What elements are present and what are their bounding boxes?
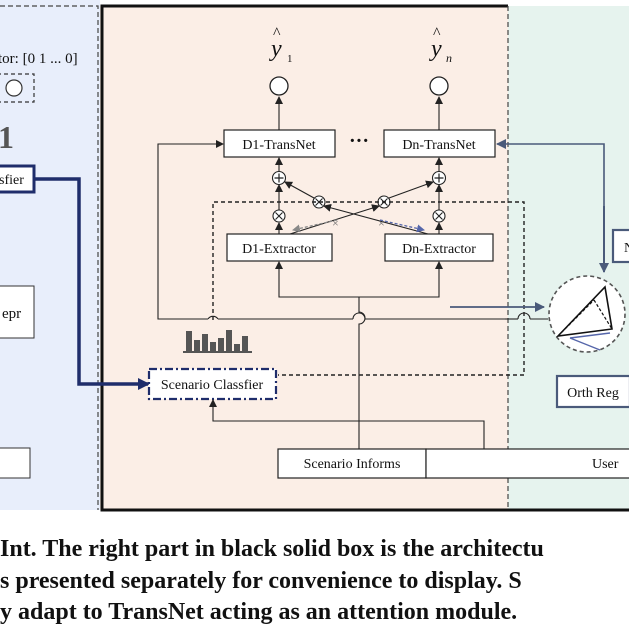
transnet-1-label: D1-TransNet	[242, 138, 315, 153]
left-panel-border	[0, 5, 99, 510]
extractor-n-label: Dn-Extractor	[402, 242, 476, 257]
left-classifier-label: sfier	[0, 173, 24, 188]
right-n-label: N	[624, 241, 629, 256]
grey-cross-mark-1: ×	[332, 216, 339, 230]
grey-dashed-right	[379, 219, 425, 233]
loop-hop-3	[517, 312, 531, 320]
extractor-1-box[interactable]	[226, 233, 333, 262]
edge-extractorn-cross	[323, 203, 429, 235]
output-yn: y	[429, 36, 442, 62]
output-y1: y	[269, 36, 282, 62]
output-y1-sub: 1	[287, 53, 293, 65]
output-yn-hat: ^	[433, 25, 441, 42]
left-bars-fragment: 1	[0, 119, 14, 155]
transnet-n-box[interactable]	[383, 129, 496, 158]
caption-line-2: s presented separately for convenience t…	[0, 568, 522, 594]
grey-dashed-left	[292, 219, 338, 233]
vector-dot	[5, 79, 23, 97]
orthogonal-sphere-icon	[548, 275, 626, 353]
bar-chart-icon	[183, 330, 252, 353]
edge-informs-to-classifier	[209, 399, 485, 450]
edge-t1-plus1	[284, 181, 315, 199]
vector-label: tor: [0 1 ... 0]	[0, 51, 78, 67]
scenario-classifier-label: Scenario Classfier	[161, 378, 264, 393]
transnet-n-label: Dn-TransNet	[402, 138, 475, 153]
user-label: User	[592, 457, 619, 472]
times-node-bottom-1	[272, 209, 286, 223]
loop-hop-2	[207, 315, 219, 320]
attention-dashed-box	[212, 201, 525, 376]
grey-cross-mark-2: ×	[378, 216, 385, 230]
output-node-n	[429, 76, 449, 96]
vector-dots-box	[0, 73, 35, 103]
right-panel-bg	[508, 6, 629, 510]
orth-reg-label: Orth Reg	[567, 386, 619, 401]
center-panel-border	[100, 4, 629, 512]
output-yn-sub: n	[446, 51, 452, 65]
extractor-n-box[interactable]	[384, 233, 494, 262]
caption-line-1: Int. The right part in black solid box i…	[0, 536, 544, 562]
edge-trunk-extractor1	[275, 261, 359, 298]
plus-node-n-glyph	[434, 173, 444, 183]
caption-line-3: y adapt to TransNet acting as an attenti…	[0, 599, 518, 625]
edge-trunk-extractorn	[359, 261, 443, 298]
extractor-1-label: D1-Extractor	[242, 242, 316, 257]
times-node-bottom-n	[432, 209, 446, 223]
navy-classifier-arrow	[34, 177, 150, 390]
architecture-diagram: tor: [0 1 ... 0] 1 sfier epr ^ y 1 ^ y n…	[0, 0, 629, 512]
right-n-box	[611, 228, 629, 264]
plus-node-1-glyph	[274, 173, 284, 183]
left-repr-box	[0, 285, 35, 339]
left-panel-bg	[0, 0, 100, 510]
scenario-informs-box[interactable]	[277, 448, 427, 479]
output-y1-hat: ^	[273, 25, 281, 42]
left-repr-label: epr	[2, 306, 21, 322]
edge-t2-plusn	[388, 180, 434, 199]
output-node-1	[269, 76, 289, 96]
orth-reg-box[interactable]	[555, 374, 629, 409]
left-bottom-box	[0, 447, 31, 479]
ellipsis: ···	[349, 130, 369, 152]
user-box[interactable]	[425, 448, 629, 479]
scenario-informs-label: Scenario Informs	[304, 457, 401, 472]
edge-loop-transnet1	[157, 144, 505, 320]
loop-hop-1	[352, 312, 366, 320]
